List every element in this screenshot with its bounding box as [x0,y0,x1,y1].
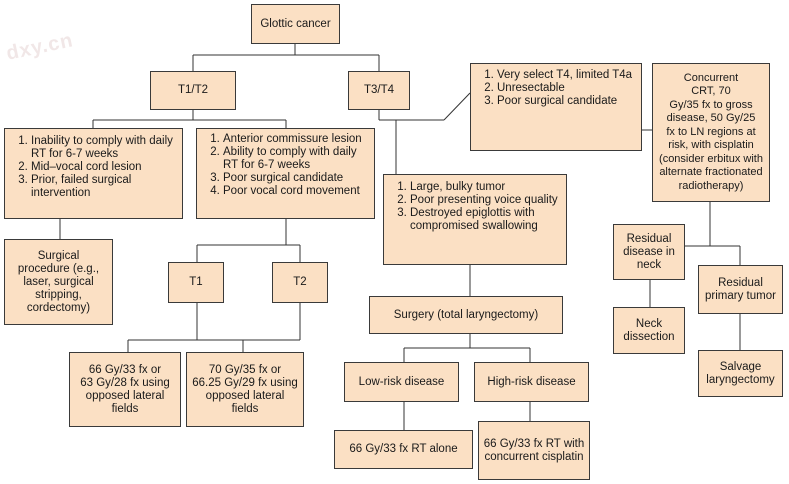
high-risk-rt-line: 66 Gy/33 fx RT with [483,437,585,450]
concurrent-line: alternate fractionated [659,166,763,179]
residual-neck-line: Residual [626,232,672,245]
surgery-box: Surgery (total laryngectomy) [369,296,563,334]
concurrent-line: radiotherapy) [678,179,744,192]
mid-criteria-item: Poor vocal cord movement [223,185,368,198]
concurrent-line: Gy/35 fx to gross [669,98,753,111]
mid-criteria-box: Anterior commissure lesion Ability to co… [196,128,375,219]
large-tumor-item: Large, bulky tumor [410,181,560,194]
glottic-cancer-box: Glottic cancer [251,4,340,44]
t1-dose-box: 66 Gy/33 fx or 63 Gy/28 fx using opposed… [69,352,181,427]
select-criteria-item: Unresectable [497,82,635,95]
surgical-line: laser, surgical [23,275,94,288]
t1-dose-line: 66 Gy/33 fx or [88,363,162,376]
concurrent-line: fx to LN regions at [666,125,756,138]
t1-label: T1 [189,276,203,288]
t2-dose-line: 70 Gy/35 fx or [208,363,282,376]
large-tumor-item: Destroyed epiglottis with compromised sw… [410,207,560,233]
surgical-line: cordectomy) [26,301,91,314]
left-criteria-item: Inability to comply with daily RT for 6-… [31,135,176,161]
surgical-line: procedure (e.g., [17,262,100,275]
select-criteria-item: Very select T4, limited T4a [497,69,635,82]
residual-primary-box: Residual primary tumor [698,265,783,314]
concurrent-crt-box: Concurrent CRT, 70 Gy/35 fx to gross dis… [652,63,770,202]
t1-box: T1 [168,262,224,303]
low-risk-rt-box: 66 Gy/33 fx RT alone [334,430,473,469]
t2-box: T2 [272,262,328,303]
large-tumor-item: Poor presenting voice quality [410,194,560,207]
t1-dose-line: fields [111,402,139,415]
surgical-line: Surgical [37,249,80,262]
left-criteria-item: Mid–vocal cord lesion [31,161,176,174]
concurrent-line: Concurrent [683,71,739,84]
t2-dose-line: fields [231,402,259,415]
concurrent-line: CRT, 70 [691,85,731,98]
t2-label: T2 [293,276,307,288]
glottic-cancer-label: Glottic cancer [260,17,331,30]
t1t2-box: T1/T2 [150,71,236,110]
t2-dose-box: 70 Gy/35 fx or 66.25 Gy/29 fx using oppo… [186,352,304,427]
salvage-line: Salvage [719,360,762,373]
left-criteria-item: Prior, failed surgical intervention [31,174,176,200]
surgery-label: Surgery (total laryngectomy) [393,308,539,321]
concurrent-line: (consider erbitux with [659,152,763,165]
high-risk-box: High-risk disease [474,362,589,402]
t1-dose-line: 63 Gy/28 fx using [80,376,170,389]
residual-primary-line: Residual [718,276,763,289]
residual-neck-box: Residual disease in neck [613,224,685,280]
t3t4-label: T3/T4 [363,84,395,96]
mid-criteria-item: Anterior commissure lesion [223,133,368,146]
concurrent-line: disease, 50 Gy/25 [666,112,756,125]
neck-dissection-line: Neck [635,317,663,330]
low-risk-label: Low-risk disease [358,375,445,388]
surgical-procedure-box: Surgical procedure (e.g., laser, surgica… [4,239,113,325]
left-criteria-box: Inability to comply with daily RT for 6-… [4,128,183,219]
select-criteria-item: Poor surgical candidate [497,95,635,108]
neck-dissection-line: dissection [623,330,675,343]
t3t4-box: T3/T4 [348,71,410,110]
mid-criteria-item: Ability to comply with daily RT for 6-7 … [223,146,368,172]
high-risk-rt-line: concurrent cisplatin [484,450,584,463]
salvage-line: laryngectomy [706,373,775,386]
high-risk-label: High-risk disease [487,375,576,388]
large-tumor-box: Large, bulky tumor Poor presenting voice… [383,174,567,265]
select-criteria-box: Very select T4, limited T4a Unresectable… [470,63,642,151]
salvage-laryngectomy-box: Salvage laryngectomy [698,350,783,397]
residual-neck-line: disease in [623,245,675,258]
t2-dose-line: 66.25 Gy/29 fx using [192,376,298,389]
low-risk-rt-label: 66 Gy/33 fx RT alone [349,443,458,455]
residual-neck-line: neck [636,258,662,271]
low-risk-box: Low-risk disease [344,362,459,402]
mid-criteria-item: Poor surgical candidate [223,172,368,185]
t1-dose-line: opposed lateral [85,389,165,402]
residual-primary-line: primary tumor [705,289,776,302]
concurrent-line: risk, with cisplatin [668,139,754,152]
t1t2-label: T1/T2 [177,84,209,96]
high-risk-rt-box: 66 Gy/33 fx RT with concurrent cisplatin [478,421,590,480]
t2-dose-line: opposed lateral [205,389,285,402]
neck-dissection-box: Neck dissection [613,307,685,354]
surgical-line: stripping, [35,288,82,301]
